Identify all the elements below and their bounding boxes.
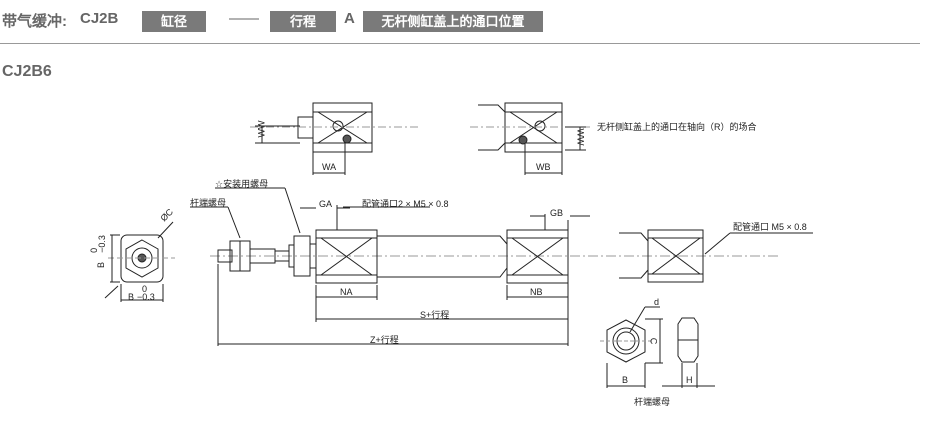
nb-label: NB	[530, 287, 543, 297]
port-1-label: 配管通口 M5 × 0.8	[733, 222, 807, 232]
ga-label: GA	[319, 199, 333, 209]
header-dash: ——	[229, 10, 259, 27]
s-stroke-label: S+行程	[420, 310, 450, 320]
mount-nut-label: ☆安装用螺母	[215, 179, 269, 189]
z-stroke-label: Z+行程	[370, 335, 399, 345]
d-label: d	[654, 297, 660, 307]
wa-label: WA	[322, 162, 337, 172]
main-cylinder	[190, 187, 780, 346]
gb-label: GB	[550, 208, 564, 218]
port-2-label: 配管通口2 × M5 × 0.8	[362, 199, 449, 209]
ww-left-label: WW	[256, 120, 267, 138]
axial-note: 无杆侧缸盖上的通口在轴向（R）的场合	[597, 122, 757, 132]
b-horiz-tolerance: −0.3	[137, 292, 155, 302]
na-label: NA	[340, 287, 353, 297]
header-prefix: 带气缓冲:	[2, 13, 67, 30]
top-right-detail	[470, 102, 590, 175]
bore-box: 缸径	[142, 11, 206, 32]
end-view	[104, 221, 175, 302]
b-horiz-tol-top: 0	[142, 284, 148, 294]
header-model: CJ2B	[80, 10, 119, 27]
c-label: C	[648, 337, 659, 345]
b-horiz-label: B	[128, 292, 135, 302]
rod-nut-label: 杆端螺母	[190, 198, 227, 208]
port-position-box: 无杆侧缸盖上的通口位置	[363, 11, 543, 32]
b-nut-label: B	[622, 375, 629, 385]
rod-nut-caption: 杆端螺母	[634, 397, 671, 407]
wb-label: WB	[536, 162, 551, 172]
ww-right-label: WW	[575, 128, 586, 146]
axial-port-detail	[619, 229, 813, 283]
stroke-box: 行程	[270, 11, 336, 32]
b-vert-tolerance: 0 −0.3	[88, 235, 107, 253]
h-label: H	[686, 375, 693, 385]
header-divider	[0, 43, 920, 44]
rod-end-nut	[600, 306, 715, 388]
header-a: A	[344, 10, 355, 27]
top-left-detail	[250, 102, 420, 175]
page-title: CJ2B6	[2, 63, 52, 80]
b-vert-label: B	[96, 261, 107, 269]
